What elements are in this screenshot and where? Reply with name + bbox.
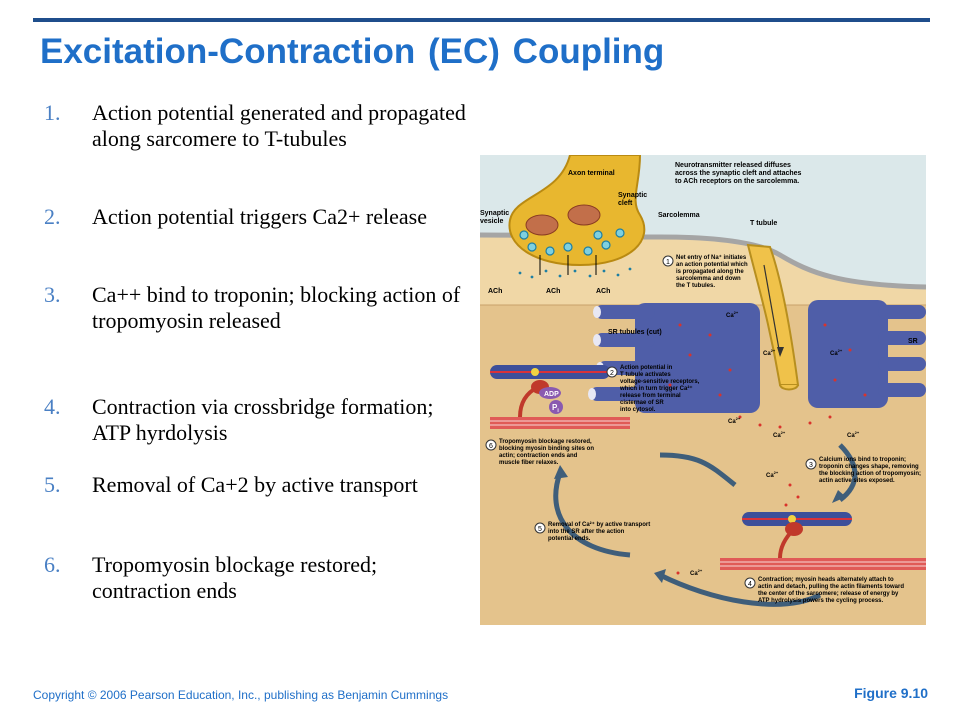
neurotransmitter-note: to ACh receptors on the sarcolemma. <box>675 178 799 185</box>
thick-filament-lower <box>720 558 926 570</box>
list-item: 3. Ca++ bind to troponin; blocking action… <box>44 282 474 394</box>
top-rule <box>33 18 930 22</box>
calcium-labels: Ca2+ Ca2+ Ca2+ Ca2+ Ca2+ Ca2+ Ca2+ Ca2+ <box>690 310 860 577</box>
sarcoplasmic-reticulum-right <box>808 300 926 408</box>
step-3-caption: Calcium ions bind to troponin;troponin c… <box>819 457 921 484</box>
svg-text:Ca2+: Ca2+ <box>830 348 843 357</box>
mitochondrion-icon <box>525 214 559 236</box>
step-number: 5. <box>44 472 61 497</box>
sr-tubules-label: SR tubules (cut) <box>608 329 662 336</box>
synaptic-vesicles <box>519 228 625 256</box>
synaptic-cleft-label: Synaptic <box>618 192 647 199</box>
cycle-arrowheads <box>554 465 846 583</box>
step-4-number: 4 <box>748 581 752 588</box>
step-number: 3. <box>44 282 61 307</box>
svg-text:Ca2+: Ca2+ <box>847 430 860 439</box>
ach-label: ACh <box>596 288 610 295</box>
list-item: 5. Removal of Ca+2 by active transport <box>44 472 474 552</box>
pi-label: Pi <box>552 403 559 414</box>
step-text: Action potential triggers Ca2+ release <box>92 204 427 229</box>
step-3-number: 3 <box>809 462 813 469</box>
axon-terminal-label: Axon terminal <box>568 170 615 177</box>
ach-label: ACh <box>546 288 560 295</box>
step-6-number: 6 <box>489 443 493 450</box>
step-number: 1. <box>44 100 61 125</box>
list-item: 2. Action potential triggers Ca2+ release <box>44 204 474 282</box>
step-4-caption: Contraction; myosin heads alternately at… <box>758 577 904 604</box>
phosphate-icon <box>549 400 563 414</box>
svg-text:Ca2+: Ca2+ <box>773 430 786 439</box>
step-6-caption: Tropomyosin blockage restored,blocking m… <box>499 439 594 466</box>
cycle-arrows <box>553 443 858 607</box>
step-text: Action potential generated and propagate… <box>92 100 466 151</box>
relaxed-thin-filament <box>490 365 610 379</box>
svg-text:Ca2+: Ca2+ <box>726 310 739 319</box>
step-text: Tropomyosin blockage restored; contracti… <box>92 552 378 603</box>
list-item: 1. Action potential generated and propaga… <box>44 100 474 204</box>
neurotransmitter-note: Neurotransmitter released diffuses <box>675 162 791 169</box>
t-tubule-label: T tubule <box>750 220 777 227</box>
active-thin-filament <box>742 512 852 526</box>
step-1-number: 1 <box>666 259 670 266</box>
step-badges <box>485 255 817 589</box>
svg-text:Ca2+: Ca2+ <box>763 348 776 357</box>
acetylcholine-dots <box>518 267 632 279</box>
sarcolemma-label: Sarcolemma <box>658 212 700 219</box>
synaptic-cleft-label: cleft <box>618 200 633 207</box>
copyright-footer: Copyright © 2006 Pearson Education, Inc.… <box>33 688 449 702</box>
list-item: 6. Tropomyosin blockage restored; contrac… <box>44 552 474 604</box>
svg-text:Ca2+: Ca2+ <box>766 470 779 479</box>
myosin-head-icon <box>785 522 803 536</box>
step-text: Removal of Ca+2 by active transport <box>92 472 418 497</box>
step-5-number: 5 <box>538 526 542 533</box>
adp-label: ADP <box>544 391 559 398</box>
step-text: Contraction via crossbridge formation; A… <box>92 394 434 445</box>
step-number: 4. <box>44 394 61 419</box>
step-number: 6. <box>44 552 61 577</box>
mitochondrion-icon <box>567 204 601 226</box>
ec-coupling-figure: ADP Pi 1 2 3 4 5 6 Axon termina <box>479 154 927 625</box>
thick-filament-upper <box>490 417 630 429</box>
release-arrows <box>539 255 597 275</box>
figure-number: Figure 9.10 <box>854 685 928 701</box>
sarcoplasmic-reticulum-left <box>588 303 760 413</box>
slide-title: Excitation-Contraction (EC) Coupling <box>40 32 665 71</box>
sr-label: SR <box>908 338 918 345</box>
step-2-number: 2 <box>610 370 614 377</box>
step-list: 1. Action potential generated and propaga… <box>44 100 474 604</box>
svg-text:Ca2+: Ca2+ <box>728 416 741 425</box>
synaptic-vesicle-label: Synaptic <box>480 210 509 217</box>
step-number: 2. <box>44 204 61 229</box>
svg-text:Ca2+: Ca2+ <box>690 568 703 577</box>
ach-label: ACh <box>488 288 502 295</box>
step-text: Ca++ bind to troponin; blocking action o… <box>92 282 461 333</box>
list-item: 4. Contraction via crossbridge formation;… <box>44 394 474 472</box>
synaptic-vesicle-label: vesicle <box>480 218 503 225</box>
neurotransmitter-note: across the synaptic cleft and attaches <box>675 170 802 177</box>
